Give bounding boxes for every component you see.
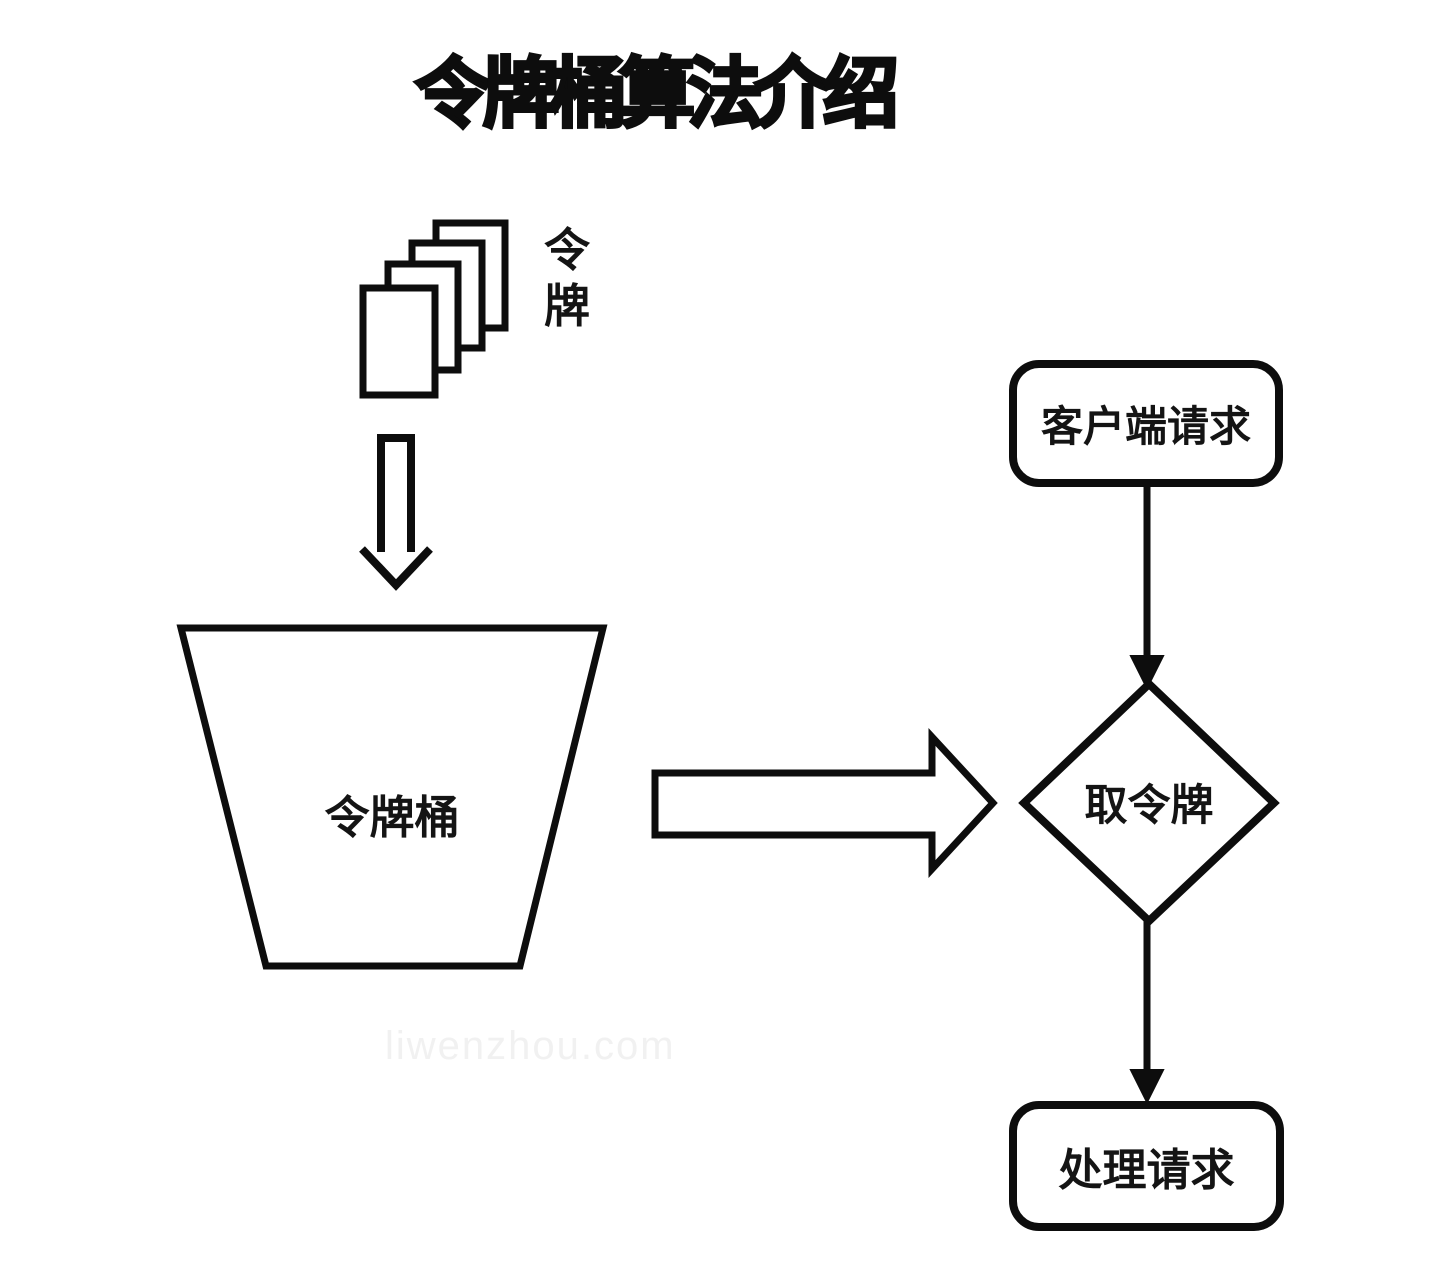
- token-stack-label: 令牌: [544, 224, 590, 332]
- connector-diamond-to-process: [1129, 921, 1165, 1105]
- diagram-title: 令牌桶算法介绍: [413, 50, 901, 139]
- bucket-label: 令牌桶: [324, 792, 460, 843]
- watermark-text: liwenzhou.com: [385, 1024, 676, 1068]
- process-request-label: 处理请求: [1058, 1146, 1235, 1195]
- client-request-label: 客户端请求: [1040, 403, 1251, 450]
- bucket-trapezoid: [176, 624, 608, 970]
- connector-client-to-diamond: [1129, 483, 1165, 691]
- down-arrow-icon: [359, 434, 433, 591]
- right-arrow-icon: [651, 728, 998, 878]
- token-card-1: [359, 284, 439, 399]
- process-request-box: [1009, 1101, 1284, 1231]
- token-stack-icon: [359, 219, 509, 399]
- arrowhead-down-icon: [1129, 655, 1165, 691]
- take-token-label: 取令牌: [1084, 781, 1214, 830]
- arrowhead-down-icon: [1129, 1069, 1165, 1105]
